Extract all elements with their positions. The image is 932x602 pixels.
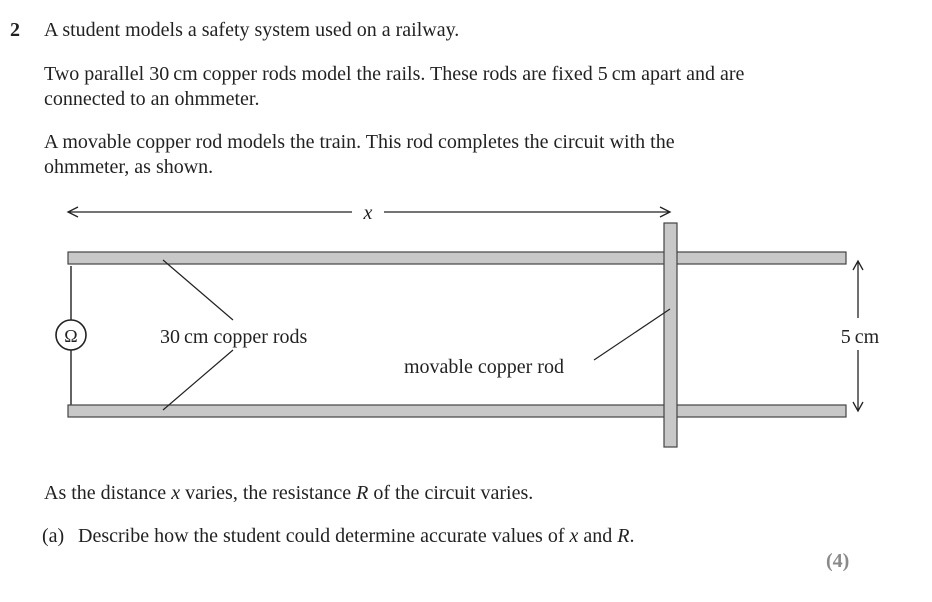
part-a-label: (a) [42, 525, 65, 547]
movable-rod-label: movable copper rod [404, 356, 564, 378]
ohmmeter-symbol: Ω [64, 326, 77, 346]
question-intro: A student models a safety system used on… [44, 19, 460, 41]
paragraph-2-line-1: A movable copper rod models the train. T… [44, 131, 675, 153]
ohmmeter [55, 319, 87, 351]
part-a-x: x [569, 525, 579, 547]
movable-copper-rod [663, 222, 678, 448]
part-a-and: and [578, 525, 618, 547]
paragraph-1-line-1: Two parallel 30 cm copper rods model the… [44, 63, 745, 85]
gap-label: 5 cm [841, 326, 880, 348]
variation-text-1: As the distance [44, 482, 172, 504]
variation-x: x [171, 482, 181, 504]
x-label: x [363, 202, 373, 224]
part-a-end: . [629, 525, 635, 547]
part-a-text: Describe how the student could determine… [78, 525, 570, 547]
paragraph-1-line-2: connected to an ohmmeter. [44, 88, 260, 110]
question-number: 2 [10, 19, 20, 41]
bottom-copper-rod [67, 404, 847, 418]
variation-text-2: varies, the resistance [180, 482, 357, 504]
paragraph-2-line-2: ohmmeter, as shown. [44, 156, 214, 178]
variation-sentence: As the distance x varies, the resistance… [44, 481, 533, 505]
marks-indicator: (4) [826, 550, 850, 572]
variation-text-3: of the circuit varies. [368, 482, 534, 504]
gap-arrow [852, 259, 864, 413]
part-a-question: Describe how the student could determine… [78, 524, 634, 548]
x-distance-arrow [66, 206, 672, 218]
part-a-R: R [617, 525, 630, 547]
variation-R: R [356, 482, 369, 504]
top-copper-rod [67, 251, 847, 265]
rods-label: 30 cm copper rods [160, 326, 308, 348]
label-leader-lines [162, 259, 671, 411]
